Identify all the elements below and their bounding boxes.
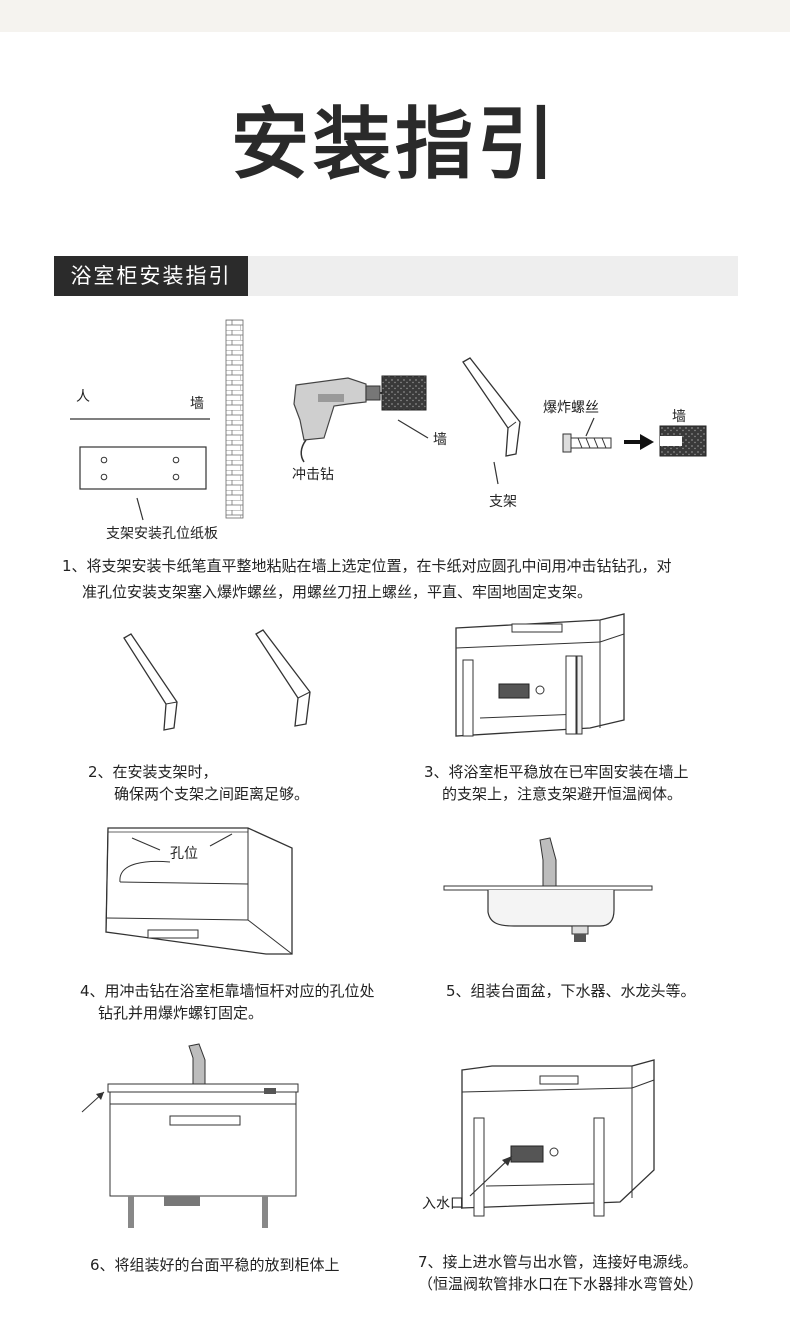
person-label: 人 [76,389,90,405]
step3-line2: 的支架上，注意支架避开恒温阀体。 [442,785,683,803]
anchor-wall-label: 墙 [672,409,686,425]
step7-line2: （恒温阀软管排水口在下水器排水弯管处） [418,1275,704,1293]
cabinet-pipe-connection [461,1059,655,1217]
step6-line1: 6、将组装好的台面平稳的放到柜体上 [90,1256,340,1274]
basin-assembly [443,837,653,942]
impact-drill-icon [293,377,408,463]
drill-label: 冲击钻 [292,467,334,483]
step2-line1: 2、在安装支架时， [88,763,218,781]
countertop-on-cabinet [81,1043,299,1228]
template-diagram [70,319,244,521]
wall-label: 墙 [190,396,204,412]
two-brackets-icon [123,629,311,731]
template-label: 支架安装孔位纸板 [106,526,218,542]
bracket-icon [462,357,521,485]
anchor-bolt-label: 爆炸螺丝 [543,400,599,416]
step2-line2: 确保两个支架之间距离足够。 [114,785,310,803]
step7-line1: 7、接上进水管与出水管，连接好电源线。 [418,1253,698,1271]
top-banner [0,0,790,32]
cabinet-holes-view [105,827,293,955]
page-title: 安装指引 [230,100,559,190]
water-inlet-label: 入水口 [422,1196,464,1212]
step4-line2: 钻孔并用爆炸螺钉固定。 [98,1004,264,1022]
step1-line1: 1、将支架安装卡纸笔直平整地粘贴在墙上选定位置，在卡纸对应圆孔中间用冲击钻钻孔，… [62,557,672,575]
step1-line2: 准孔位安装支架塞入爆炸螺丝，用螺丝刀扭上螺丝，平直、牢固地固定支架。 [82,583,593,601]
cabinet-on-brackets [455,613,625,737]
drill-wall-label: 墙 [433,432,447,448]
step5-line1: 5、组装台面盆，下水器、水龙头等。 [446,982,696,1000]
hole-position-label: 孔位 [170,846,198,862]
expansion-bolt-icon [562,417,707,457]
bracket-label: 支架 [489,494,517,510]
step3-line1: 3、将浴室柜平稳放在已牢固安装在墙上 [424,763,689,781]
step4-line1: 4、用冲击钻在浴室柜靠墙恒杆对应的孔位处 [80,982,375,1000]
section-title: 浴室柜安装指引 [54,256,248,296]
